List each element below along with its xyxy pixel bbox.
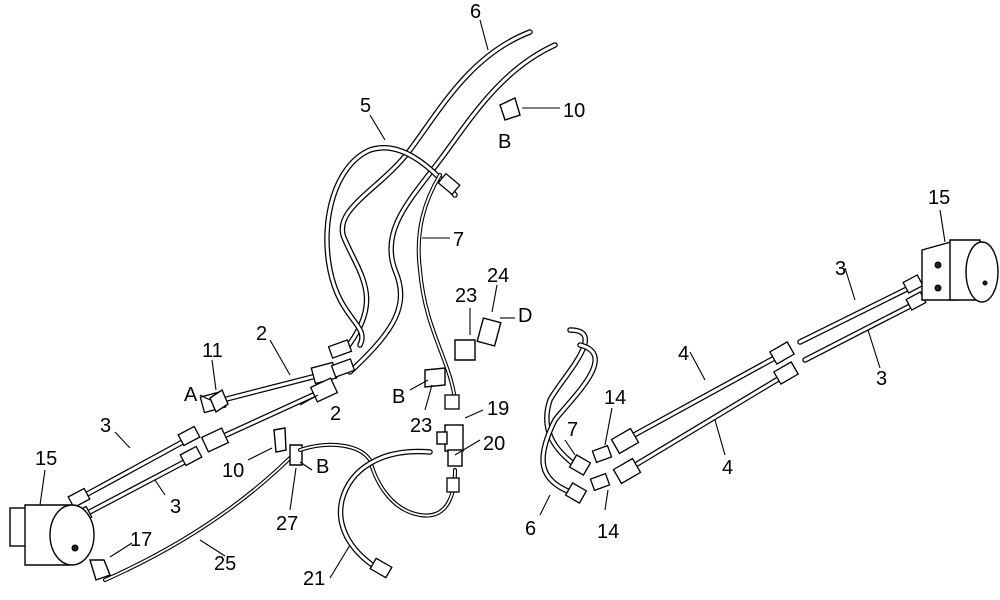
callout-2-bottom: 2 [330, 403, 341, 425]
motor-15-right [921, 239, 999, 303]
callout-10-bottom: 10 [222, 460, 244, 482]
callout-6-top: 6 [470, 1, 481, 23]
callout-7-right: 7 [567, 419, 578, 441]
callout-3-right-bottom: 3 [876, 368, 887, 390]
callout-a: A [184, 384, 198, 406]
hose-3-right-pair [797, 274, 927, 363]
callout-2-top: 2 [256, 323, 267, 345]
callout-15-left: 15 [35, 448, 57, 470]
callout-4-bottom: 4 [722, 457, 733, 479]
connectors-23-24 [424, 317, 502, 388]
callout-15-right: 15 [928, 187, 950, 209]
hoses-6-7-right [540, 327, 613, 504]
callout-20: 20 [483, 433, 505, 455]
fitting-17-hose-25 [89, 446, 302, 582]
callout-3-left-bottom: 3 [170, 496, 181, 518]
clamp-10-top [499, 97, 521, 121]
callout-3-right-top: 3 [835, 258, 846, 280]
callout-7-mid: 7 [453, 229, 464, 251]
callout-d: D [518, 305, 532, 327]
callout-14-top: 14 [604, 387, 626, 409]
callout-b-mid: B [392, 386, 405, 408]
hose-7-upper [416, 172, 461, 402]
callout-17: 17 [130, 529, 152, 551]
callout-b-bottom: B [316, 456, 329, 478]
callout-3-left-top: 3 [100, 415, 111, 437]
callout-21: 21 [303, 568, 325, 590]
hose-21 [298, 442, 457, 579]
callout-5: 5 [360, 95, 371, 117]
callout-6-bottom: 6 [525, 518, 536, 540]
callout-24: 24 [487, 265, 509, 287]
callout-labels: 6 5 10 B 7 24 23 D 11 A 2 2 B 23 19 20 3… [35, 1, 950, 590]
callout-23-bottom: 23 [410, 415, 432, 437]
hose-4-pair [610, 341, 800, 485]
hose-3-left-pair [67, 425, 203, 527]
callout-27: 27 [276, 513, 298, 535]
callout-b-top: B [498, 131, 511, 153]
tee-19-fitting-20 [436, 394, 464, 493]
callout-19: 19 [487, 398, 509, 420]
callout-25: 25 [214, 553, 236, 575]
motor-15-left [9, 504, 95, 566]
clamps-lower [209, 388, 303, 466]
leader-lines [39, 19, 946, 579]
callout-4-top: 4 [678, 343, 689, 365]
hose-bundle-upper [324, 29, 558, 375]
callout-23-top: 23 [455, 285, 477, 307]
callout-11: 11 [202, 340, 223, 362]
callout-10-top: 10 [563, 100, 585, 122]
callout-14-bottom: 14 [597, 521, 619, 543]
